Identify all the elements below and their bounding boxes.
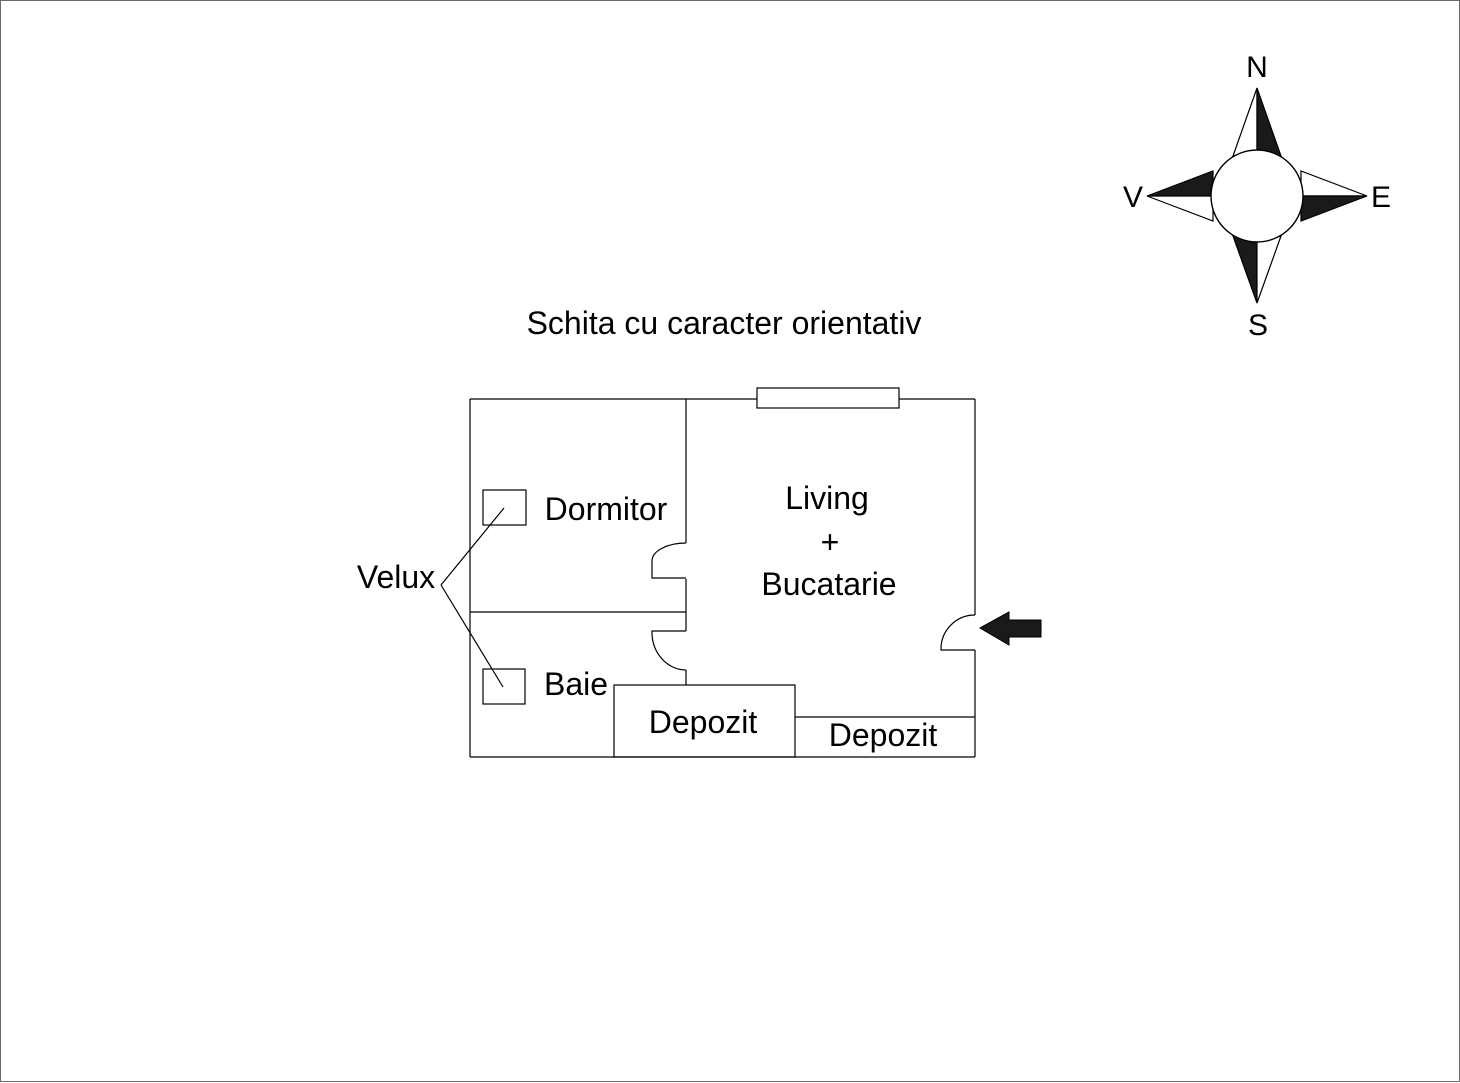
door-entrance: [940, 614, 976, 651]
compass-east-light: [1300, 170, 1368, 197]
room-label-storage-2: Depozit: [829, 717, 938, 753]
door-bedroom: [651, 542, 687, 579]
compass-rose-icon: [1146, 87, 1368, 304]
room-label-kitchen: Bucatarie: [761, 566, 896, 602]
compass-north-light: [1232, 87, 1258, 157]
skylight-bedroom: [482, 489, 527, 526]
plan-title: Schita cu caracter orientativ: [527, 305, 922, 341]
compass-west-dark: [1146, 170, 1214, 197]
compass-north-dark: [1256, 87, 1282, 157]
room-label-living: Living: [785, 480, 869, 516]
door-bathroom: [651, 630, 687, 671]
room-label-bedroom: Dormitor: [545, 491, 668, 527]
skylight-bathroom: [482, 668, 526, 705]
compass-north-label: N: [1246, 51, 1268, 84]
room-label-storage-1: Depozit: [649, 704, 758, 740]
compass-east-label: E: [1371, 181, 1391, 214]
compass-center-circle: [1210, 149, 1304, 243]
compass-west-label: V: [1123, 181, 1143, 214]
storage-room-1: [613, 684, 796, 758]
velux-leader-bathroom: [440, 584, 504, 688]
compass-south-label: S: [1248, 309, 1268, 342]
velux-leader-bedroom: [440, 507, 505, 586]
floor-plan: [440, 387, 976, 758]
compass-south-dark: [1232, 235, 1258, 304]
entrance-arrow-icon: [978, 611, 1042, 646]
room-label-plus: +: [821, 524, 840, 560]
room-label-bathroom: Baie: [544, 666, 608, 702]
window: [756, 387, 900, 409]
compass-east-dark: [1300, 195, 1368, 222]
skylight-label: Velux: [357, 559, 435, 595]
compass-west-light: [1146, 195, 1214, 222]
compass-south-light: [1256, 235, 1282, 304]
